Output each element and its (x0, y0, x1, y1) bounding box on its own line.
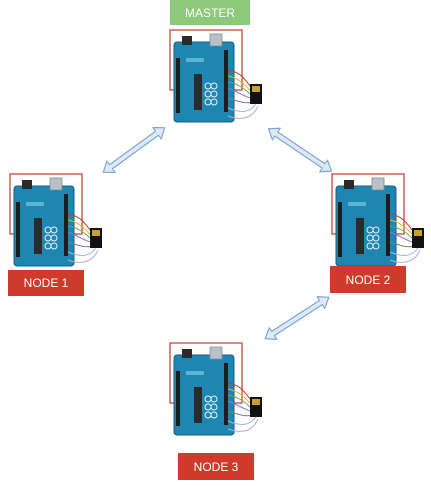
node2-label: NODE 2 (330, 266, 406, 293)
node1-arduino-icon (9, 173, 103, 267)
master-label: MASTER (170, 0, 250, 25)
node1-label: NODE 1 (8, 270, 84, 296)
node3-arduino-icon (169, 342, 263, 436)
node2-arduino-icon (331, 173, 425, 267)
link-node2-node3-icon (260, 290, 334, 346)
link-master-node1-icon (98, 121, 170, 179)
master-arduino-icon (169, 29, 263, 123)
link-master-node2-icon (263, 122, 337, 178)
node3-label: NODE 3 (178, 453, 254, 480)
